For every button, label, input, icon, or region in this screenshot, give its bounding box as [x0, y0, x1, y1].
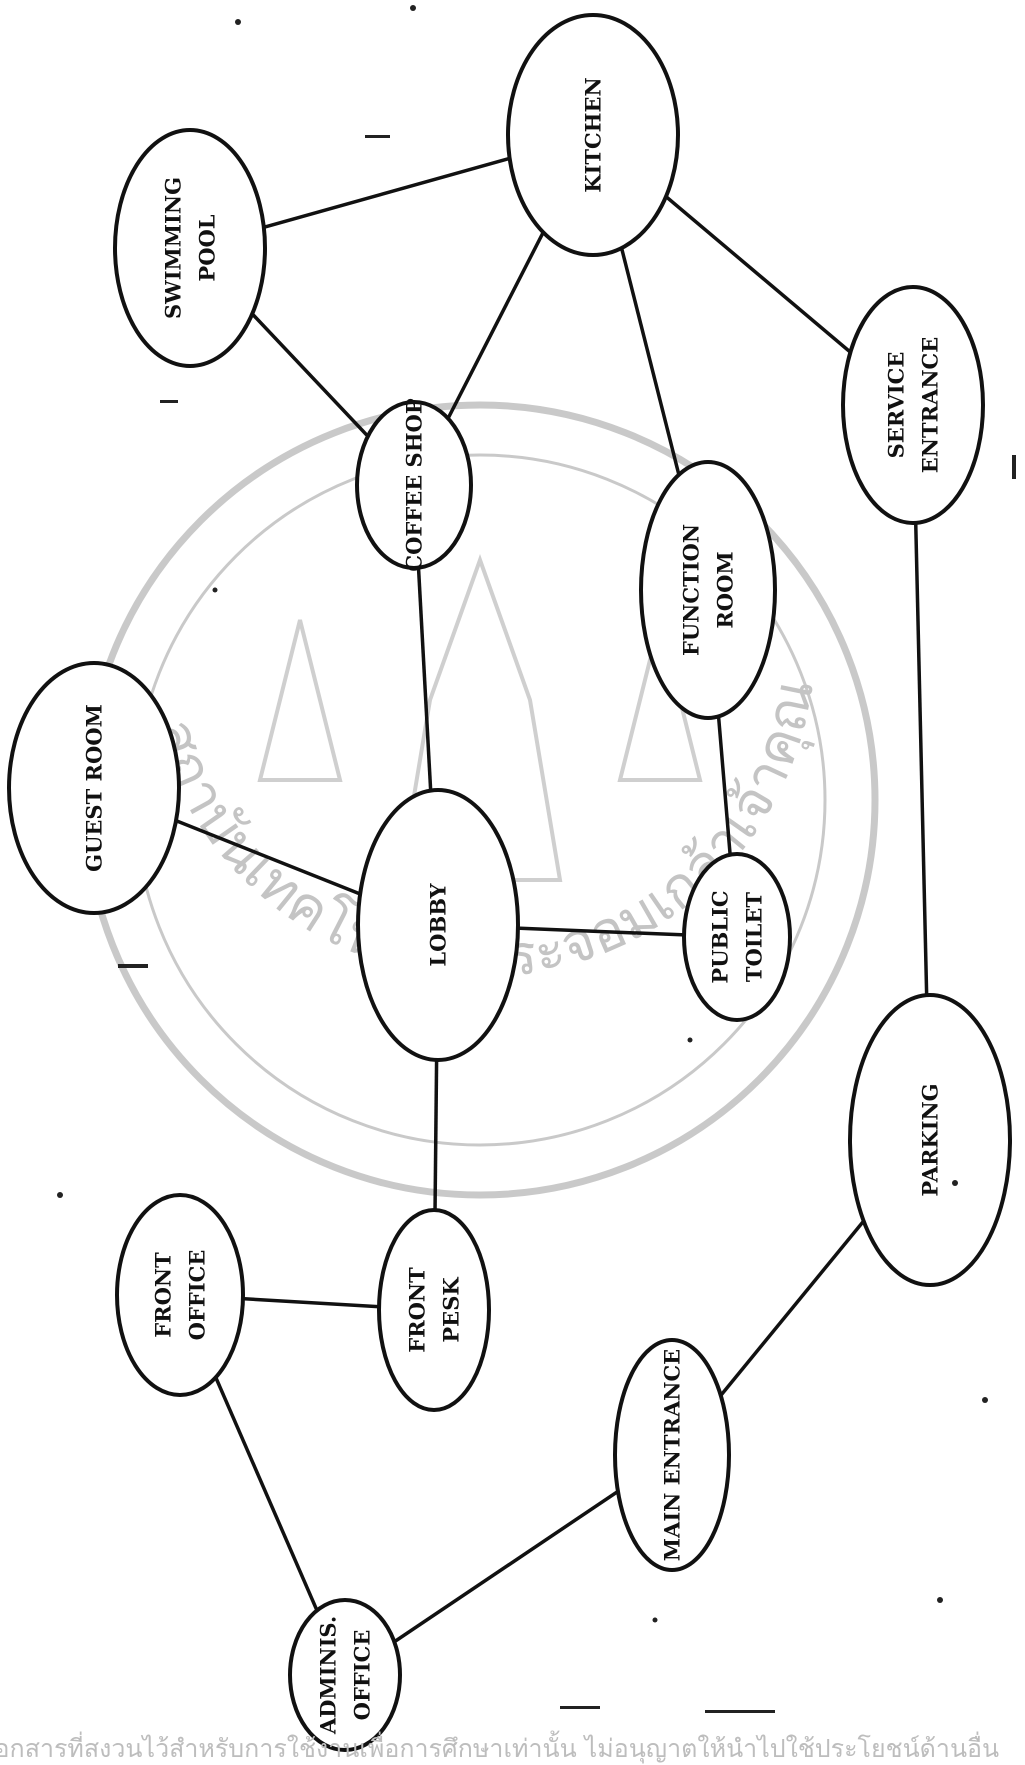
node-public-toilet: PUBLIC TOILET: [682, 852, 792, 1022]
scan-specks: [57, 5, 1016, 1713]
node-lobby-ellipse: [356, 788, 520, 1062]
node-guest-room: GUEST ROOM: [7, 661, 181, 915]
node-guest-room-label-line: GUEST ROOM: [82, 704, 107, 872]
node-service-entrance: SERVICE ENTRANCE: [841, 285, 985, 525]
node-public-toilet-label-line: TOILET: [742, 892, 767, 983]
node-adminis-office: ADMINIS. OFFICE: [288, 1598, 402, 1752]
node-front-desk: FRONT PESK: [377, 1208, 491, 1412]
node-swimming-pool-label-line: SWIMMING: [161, 177, 186, 319]
node-main-entrance-ellipse: [613, 1338, 731, 1572]
node-function-room-label-line: FUNCTION: [679, 524, 704, 656]
nodes: SWIMMING POOL KITCHEN COFFEE SHOP SERVICE ENT…: [7, 13, 1012, 1752]
node-front-desk-label-line: FRONT: [405, 1267, 430, 1353]
node-main-entrance: MAIN ENTRANCE: [613, 1338, 731, 1572]
node-lobby: LOBBY: [356, 788, 520, 1062]
node-main-entrance-label-line: MAIN ENTRANCE: [660, 1349, 685, 1561]
node-parking: PARKING: [848, 993, 1012, 1287]
node-lobby-label-line: LOBBY: [426, 882, 451, 966]
node-parking-ellipse: [848, 993, 1012, 1287]
node-coffee-shop-label-line: COFFEE SHOP: [402, 398, 427, 571]
node-function-room: FUNCTION ROOM: [639, 460, 777, 720]
node-coffee-shop: COFFEE SHOP: [355, 398, 473, 572]
node-front-office-label-line: FRONT: [151, 1252, 176, 1338]
node-front-desk-ellipse: [377, 1208, 491, 1412]
node-swimming-pool: SWIMMING POOL: [113, 128, 267, 368]
node-kitchen-ellipse: [506, 13, 680, 257]
node-front-office-ellipse: [115, 1193, 245, 1397]
node-swimming-pool-ellipse: [113, 128, 267, 368]
node-adminis-office-ellipse: [288, 1598, 402, 1752]
node-service-entrance-label-line: SERVICE: [884, 352, 909, 459]
node-service-entrance-ellipse: [841, 285, 985, 525]
node-kitchen: KITCHEN: [506, 13, 680, 257]
node-service-entrance-label-line: ENTRANCE: [918, 337, 943, 474]
node-parking-label-line: PARKING: [918, 1083, 943, 1196]
node-function-room-label-line: ROOM: [713, 551, 738, 628]
node-adminis-office-label-line: OFFICE: [350, 1630, 375, 1721]
node-public-toilet-label-line: PUBLIC: [708, 890, 733, 983]
node-kitchen-label-line: KITCHEN: [581, 77, 606, 192]
watermark-footer-text: เอกสารที่สงวนไว้สำหรับการใช้งานเพื่อการศ…: [0, 1730, 999, 1764]
node-adminis-office-label-line: ADMINIS.: [316, 1616, 341, 1735]
node-guest-room-ellipse: [7, 661, 181, 915]
node-front-desk-label-line: PESK: [439, 1277, 464, 1343]
node-front-office: FRONT OFFICE: [115, 1193, 245, 1397]
node-front-office-label-line: OFFICE: [185, 1250, 210, 1341]
node-function-room-ellipse: [639, 460, 777, 720]
node-public-toilet-ellipse: [682, 852, 792, 1022]
node-swimming-pool-label-line: POOL: [195, 214, 220, 281]
node-coffee-shop-ellipse: [355, 400, 473, 570]
